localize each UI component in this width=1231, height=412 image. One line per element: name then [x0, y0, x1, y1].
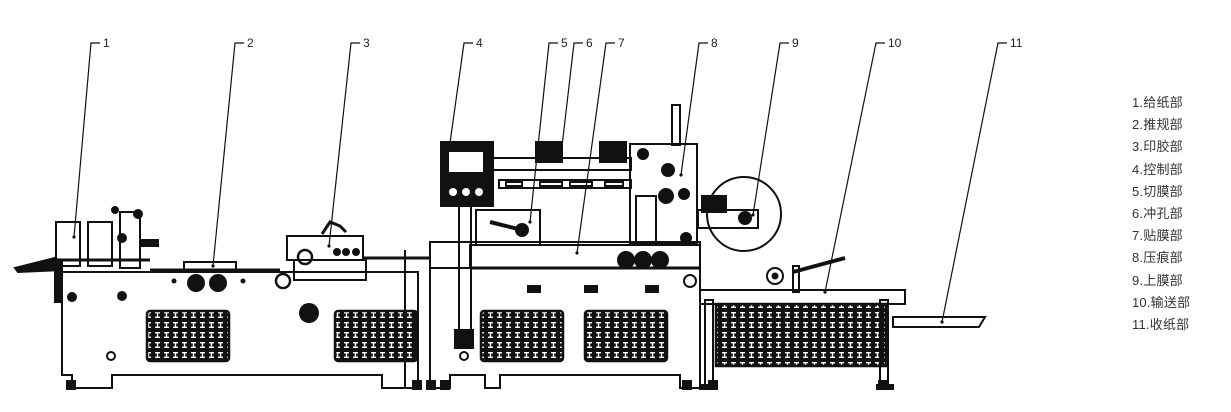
callout-number: 4: [476, 36, 483, 50]
callout-1: 1: [72, 36, 110, 239]
legend-item-7: 7.贴膜部: [1132, 228, 1183, 244]
callout-number: 8: [711, 36, 718, 50]
legend-item-3: 3.印胶部: [1132, 139, 1183, 155]
vent-grille-4: [583, 309, 669, 363]
parts-legend: 1.给纸部 2.推规部 3.印胶部 4.控制部 5.切膜部 6.冲孔部 7.贴膜…: [1132, 92, 1190, 336]
legend-item-10: 10.输送部: [1132, 294, 1191, 310]
legend-item-9: 9.上膜部: [1132, 272, 1183, 288]
callout-number: 7: [618, 36, 625, 50]
side-lay-unit: [150, 261, 280, 292]
legend-item-4: 4.控制部: [1132, 161, 1183, 177]
callout-number: 3: [363, 36, 370, 50]
vent-grille-1: [145, 309, 231, 363]
vent-grille-3: [479, 309, 565, 363]
callout-number: 9: [792, 36, 799, 50]
machine-feet: [66, 380, 888, 390]
callout-3: 3: [327, 36, 370, 248]
callout-number: 11: [1010, 36, 1023, 50]
punch-unit-1: [535, 141, 563, 163]
callout-11: 11: [940, 36, 1023, 324]
punch-unit-2: [599, 141, 627, 163]
gluing-unit: [274, 220, 430, 290]
callout-4: 4: [448, 36, 483, 145]
callout-number: 1: [103, 36, 110, 50]
callout-number: 10: [888, 36, 902, 50]
callout-number: 5: [561, 36, 568, 50]
callout-number: 2: [247, 36, 254, 50]
callout-6: 6: [559, 36, 593, 157]
legend-item-6: 6.冲孔部: [1132, 206, 1183, 222]
middle-frame: [429, 241, 701, 389]
laminating-section: [469, 141, 701, 269]
legend-item-11: 11.收纸部: [1132, 317, 1190, 333]
control-panel: [440, 141, 494, 361]
callout-number: 6: [586, 36, 593, 50]
film-unwind-unit: [697, 176, 782, 252]
creasing-unit: [629, 104, 698, 245]
delivery-tray: [892, 316, 987, 328]
legend-item-8: 8.压痕部: [1132, 250, 1183, 266]
callout-9: 9: [751, 36, 799, 217]
vent-grille-2: [333, 309, 419, 363]
conveyor-unit: [699, 256, 906, 390]
legend-item-1: 1.给纸部: [1132, 95, 1183, 110]
callout-2: 2: [211, 36, 254, 268]
callout-10: 10: [823, 36, 902, 294]
callout-8: 8: [679, 36, 718, 177]
feeder-unit: [13, 206, 159, 303]
legend-item-5: 5.切膜部: [1132, 183, 1183, 199]
legend-item-2: 2.推规部: [1132, 117, 1183, 133]
callout-7: 7: [575, 36, 625, 255]
callout-leaders: 1 2 3 4 5 6 7 8 9 10 11: [72, 36, 1023, 324]
callout-5: 5: [528, 36, 568, 224]
